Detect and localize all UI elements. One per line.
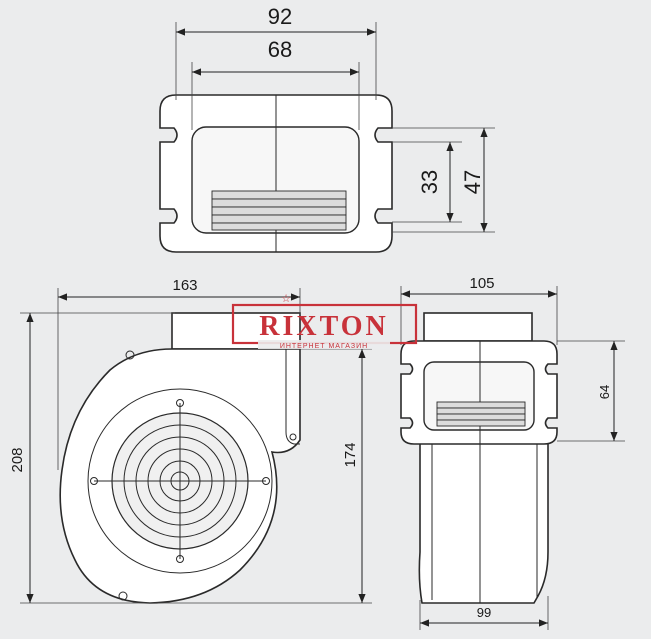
side-view: 105 64 99 <box>400 275 625 630</box>
dim-label-174: 174 <box>342 442 359 467</box>
dim-label-208: 208 <box>9 447 26 472</box>
dim-label-99: 99 <box>477 605 491 620</box>
flange-slats <box>211 190 347 231</box>
front-view-housing: 163 208 174 <box>9 277 372 604</box>
dim-label-92: 92 <box>268 4 292 29</box>
grille-screw-left <box>90 477 98 485</box>
dim-label-47: 47 <box>460 170 485 194</box>
rixton-watermark: RIXTON ИНТЕРНЕТ МАГАЗИН ☆ <box>231 293 418 350</box>
watermark-brand: RIXTON <box>259 311 389 342</box>
housing-ring <box>87 388 273 574</box>
dim-label-64: 64 <box>597 385 612 399</box>
bracket-hole <box>289 433 297 441</box>
mounting-bracket <box>285 349 300 445</box>
grille-screw-bottom <box>176 555 184 563</box>
grille-screw-right <box>262 477 270 485</box>
dim-label-33: 33 <box>417 170 442 194</box>
lug-bottom <box>118 591 128 601</box>
watermark-subtitle: ИНТЕРНЕТ МАГАЗИН <box>280 343 368 350</box>
dim-label-68: 68 <box>268 37 292 62</box>
dim-label-105: 105 <box>469 275 494 292</box>
side-top-duct <box>423 312 533 342</box>
watermark-star-icon: ☆ <box>281 293 291 305</box>
grille-screw-top <box>176 399 184 407</box>
side-slats <box>436 401 526 427</box>
top-view-flange: 92 68 47 33 <box>159 4 495 253</box>
lug-top <box>125 350 135 360</box>
dim-label-163: 163 <box>172 277 197 294</box>
side-body <box>418 437 549 604</box>
